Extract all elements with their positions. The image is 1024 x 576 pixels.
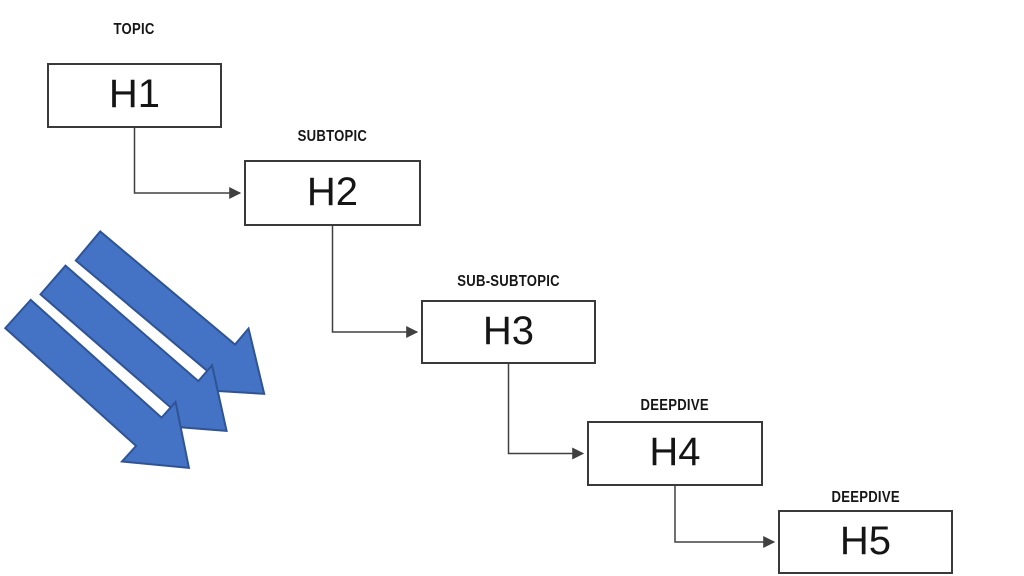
node-h5: DEEPDIVE H5	[778, 490, 953, 574]
node-h5-tag: DEEPDIVE	[738, 490, 993, 506]
node-h4: DEEPDIVE H4	[587, 398, 763, 486]
node-h2-label: H2	[306, 169, 359, 214]
node-h3-box: H3	[421, 300, 596, 364]
node-h1-tag-text: TOPIC	[113, 21, 156, 38]
connector-h1-h2	[133, 128, 242, 199]
blue-block-arrow-3	[3, 298, 191, 470]
node-h1-tag: TOPIC	[7, 22, 262, 38]
node-h1-box: H1	[47, 63, 222, 128]
node-h5-tag-text: DEEPDIVE	[831, 489, 900, 506]
blue-block-arrow-1	[74, 230, 266, 395]
node-h4-box: H4	[587, 421, 763, 486]
node-h4-label: H4	[649, 430, 701, 474]
node-h2: SUBTOPIC H2	[244, 129, 421, 226]
node-h3-tag: SUB-SUBTOPIC	[381, 274, 636, 290]
node-h4-tag: DEEPDIVE	[547, 398, 803, 414]
node-h2-tag-text: SUBTOPIC	[297, 128, 368, 145]
connector-h4-h5	[674, 486, 776, 548]
node-h3-label: H3	[482, 308, 535, 353]
node-h5-label: H5	[839, 518, 892, 563]
node-h1: TOPIC H1	[47, 22, 222, 128]
node-h4-tag-text: DEEPDIVE	[640, 397, 710, 414]
node-h1-label: H1	[108, 72, 161, 116]
node-h2-box: H2	[244, 160, 421, 226]
node-h3-tag-text: SUB-SUBTOPIC	[457, 273, 560, 290]
node-h3: SUB-SUBTOPIC H3	[421, 274, 596, 364]
node-h2-tag: SUBTOPIC	[204, 129, 461, 145]
node-h5-box: H5	[778, 510, 953, 574]
connector-h2-h3	[331, 226, 419, 338]
blue-block-arrow-2	[39, 264, 228, 432]
connector-h3-h4	[507, 364, 585, 460]
